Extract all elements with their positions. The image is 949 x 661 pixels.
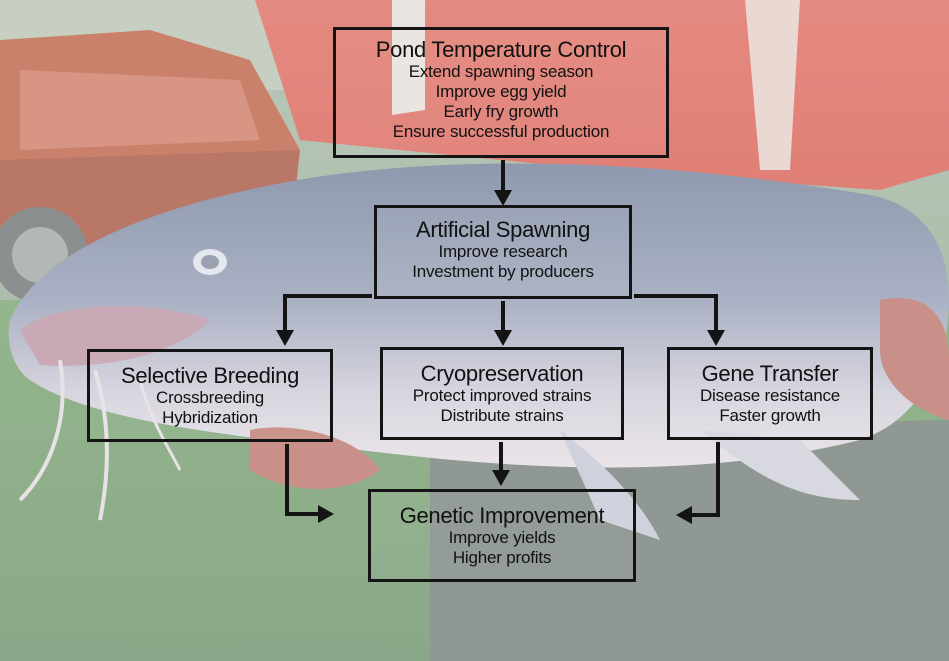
artificial-spawning-box: Artificial Spawning Improve research Inv… xyxy=(374,205,632,299)
arrow-selective-to-genetic xyxy=(285,444,334,523)
arrow-spawning-to-cryo-head xyxy=(494,330,512,346)
arrow-gene-to-genetic xyxy=(676,442,720,524)
pond-line-4: Ensure successful production xyxy=(392,122,610,141)
pond-line-1: Extend spawning season xyxy=(408,62,594,81)
arrow-cryo-to-genetic-head xyxy=(492,470,510,486)
gene-transfer-box: Gene Transfer Disease resistance Faster … xyxy=(667,347,873,440)
arrow-cryo-to-genetic xyxy=(492,442,510,486)
arrow-spawning-to-selective xyxy=(276,294,372,346)
arrow-spawning-to-selective-head xyxy=(276,330,294,346)
pond-temperature-control-title: Pond Temperature Control xyxy=(375,37,627,62)
selective-breeding-title: Selective Breeding xyxy=(120,363,300,388)
cryopreservation-box: Cryopreservation Protect improved strain… xyxy=(380,347,624,440)
cryo-line-2: Distribute strains xyxy=(440,406,564,425)
cryo-line-1: Protect improved strains xyxy=(412,386,592,405)
gene-line-1: Disease resistance xyxy=(699,386,841,405)
spawning-line-2: Investment by producers xyxy=(412,262,594,281)
gene-transfer-title: Gene Transfer xyxy=(701,361,839,386)
genetic-improvement-box: Genetic Improvement Improve yields Highe… xyxy=(368,489,636,582)
arrow-pond-to-spawning xyxy=(494,160,512,206)
genetic-improvement-title: Genetic Improvement xyxy=(399,503,605,528)
pond-temperature-control-box: Pond Temperature Control Extend spawning… xyxy=(333,27,669,158)
artificial-spawning-title: Artificial Spawning xyxy=(415,217,591,242)
pond-line-2: Improve egg yield xyxy=(435,82,567,101)
arrow-spawning-to-cryo xyxy=(494,301,512,346)
selective-breeding-box: Selective Breeding Crossbreeding Hybridi… xyxy=(87,349,333,442)
cryopreservation-title: Cryopreservation xyxy=(420,361,584,386)
spawning-line-1: Improve research xyxy=(438,242,568,261)
arrow-gene-to-genetic-head xyxy=(676,506,692,524)
arrow-selective-to-genetic-head xyxy=(318,505,334,523)
gene-line-2: Faster growth xyxy=(719,406,821,425)
arrow-spawning-to-gene xyxy=(634,294,725,346)
genetic-line-2: Higher profits xyxy=(452,548,552,567)
selective-line-1: Crossbreeding xyxy=(156,388,264,407)
arrow-spawning-to-gene-head xyxy=(707,330,725,346)
arrow-pond-to-spawning-head xyxy=(494,190,512,206)
pond-line-3: Early fry growth xyxy=(443,102,559,121)
selective-line-2: Hybridization xyxy=(162,408,258,427)
genetic-line-1: Improve yields xyxy=(448,528,556,547)
